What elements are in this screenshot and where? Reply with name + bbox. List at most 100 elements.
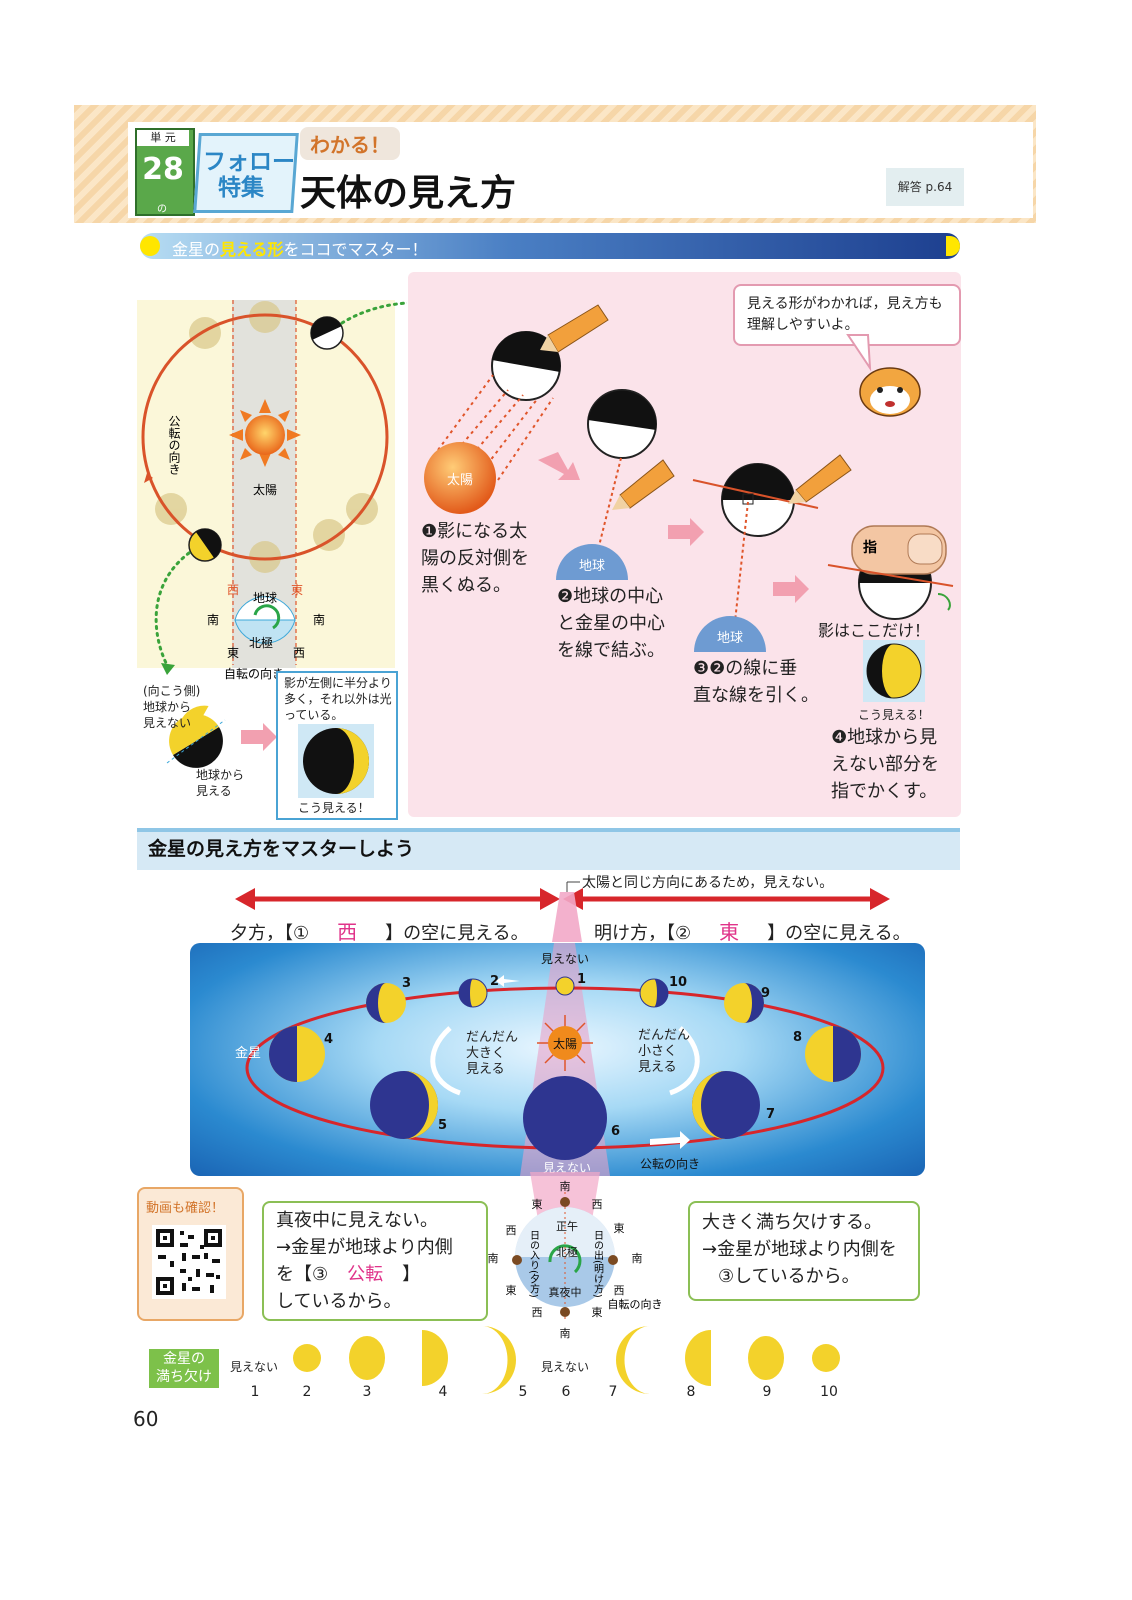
finger-icon <box>851 525 947 575</box>
step3-text: ❸❷の線に垂 直な線を引く。 <box>693 658 819 706</box>
earth-east-top: 東 <box>532 1198 543 1211</box>
step4-text: ❹地球から見 えない部分を 指でかくす。 <box>831 727 939 802</box>
section-dot-icon <box>140 236 160 256</box>
step2-earth-icon <box>556 544 628 580</box>
shadow-only-label: 影はここだけ！ <box>818 621 931 640</box>
phase-5 <box>482 1326 516 1394</box>
orbit-diagram: 太陽 公転の向き 地球 北極 西 東 南 南 東 西 自転の向き <box>141 300 407 768</box>
same-direction-note: 太陽と同じ方向にあるため，見えない。 <box>582 875 834 891</box>
looks-like-label-right: こう見える！ <box>858 708 930 722</box>
venus-pos-8 <box>805 1026 861 1082</box>
venus-left-icon <box>188 528 222 562</box>
pos-label-4: 4 <box>324 1032 333 1047</box>
video-label[interactable]: 動画も確認！ <box>146 1201 225 1216</box>
midnight-line3-pre: を【③ <box>276 1264 329 1285</box>
section-end-icon <box>946 236 960 256</box>
step-sun-label: 太陽 <box>447 473 473 488</box>
venus-pos-7 <box>692 1071 760 1139</box>
west-label-bottom: 西 <box>293 646 305 660</box>
midnight-answer: 公転 <box>347 1264 384 1285</box>
pos-label-7: 7 <box>766 1107 775 1122</box>
hint-bubble: 見える形がわかれば，見え方も理解しやすいよ。 <box>733 284 961 346</box>
tagline: わかる！ <box>300 127 400 160</box>
direction-arrows <box>235 881 890 942</box>
venus-pos-1 <box>555 976 575 996</box>
step2-earth-label: 地球 <box>579 559 605 574</box>
venus-gibbous-example <box>298 724 374 798</box>
step4-result-icon <box>863 640 925 702</box>
step2-text: ❷地球の中心 と金星の中心 を線で結ぶ。 <box>557 586 665 661</box>
section-title-highlight: 見える形 <box>220 240 284 259</box>
east-label-bottom: 東 <box>227 646 239 660</box>
section-bar <box>140 233 960 259</box>
venus-pos-5 <box>370 1071 438 1139</box>
phase-num-1: 1 <box>250 1384 260 1400</box>
sun-icon <box>229 399 301 467</box>
steps-diagram: 太陽 地球 地球 指 <box>424 304 954 702</box>
earth-north-pole: 北極 <box>556 1245 578 1259</box>
qr-code-icon[interactable] <box>152 1225 226 1299</box>
midnight-line2: →金星が地球より内側 <box>276 1237 453 1258</box>
phase-num-8: 8 <box>686 1384 696 1400</box>
phase-num-5: 5 <box>518 1384 528 1400</box>
phase-8 <box>685 1330 711 1386</box>
unit-number: 28 <box>142 152 184 187</box>
phase-3 <box>349 1336 385 1380</box>
midnight-line1: 真夜中に見えない。 <box>276 1210 438 1231</box>
south-label-left: 南 <box>207 612 219 627</box>
earth-east-bottom: 東 <box>592 1306 603 1319</box>
pencil-icon-1 <box>540 304 609 353</box>
south-label-right: 南 <box>313 612 325 627</box>
morning-pre: 明け方，【② <box>594 923 692 944</box>
midnight-line3-post: 】 <box>402 1264 421 1285</box>
section-title-post: をココでマスター！ <box>283 240 428 259</box>
earth-west-right: 西 <box>614 1284 625 1297</box>
invisible-bottom: 見えない <box>543 1161 591 1175</box>
phase-10 <box>812 1344 840 1372</box>
answer-reference: 解答 p.64 <box>886 168 964 206</box>
midnight-line3: を【③ 公転】 <box>276 1261 486 1288</box>
venus-pos-10 <box>639 978 669 1008</box>
pos-label-2: 2 <box>490 974 499 989</box>
phase-num-9: 9 <box>762 1384 772 1400</box>
earth-south-top: 南 <box>560 1180 571 1193</box>
earth-west-bottom: 西 <box>532 1306 543 1319</box>
follow-label-1: フォロー <box>203 149 295 175</box>
sun-label: 太陽 <box>253 482 277 497</box>
section-title: 金星の見える形をココでマスター！ <box>172 236 428 260</box>
east-label-top: 東 <box>291 583 303 597</box>
pos-label-9: 9 <box>761 986 770 1001</box>
earth-south-bottom: 南 <box>560 1327 571 1340</box>
evening-answer: 西 <box>337 920 358 944</box>
earth-label: 地球 <box>253 591 277 605</box>
orbit-diagram-venus: 太陽 1 2 3 4 5 6 7 8 9 10 見えない 見えない 金星 公転の… <box>235 943 885 1176</box>
venus-pos-6 <box>523 1076 607 1160</box>
orbit-circle <box>141 313 389 561</box>
phase-9 <box>748 1336 784 1380</box>
evening-post: 】の空に見える。 <box>385 923 529 944</box>
phases-label-text: 金星の 満ち欠け <box>156 1351 212 1385</box>
step3-earth-icon <box>694 616 766 652</box>
earth-noon: 正午 <box>556 1220 578 1233</box>
earth-sunrise: 日の出(明け方) <box>592 1230 604 1298</box>
step2-venus-icon <box>587 389 657 459</box>
phase-num-10: 10 <box>820 1384 838 1400</box>
step3-earth-label: 地球 <box>717 631 743 646</box>
waxing-box: 大きく満ち欠けする。 →金星が地球より内側を ③しているから。 <box>688 1201 920 1301</box>
invisible-top: 見えない <box>541 952 589 966</box>
step1-text: ❶影になる太 陽の反対側を 黒くぬる。 <box>421 521 529 596</box>
pencil-icon-3 <box>788 454 852 504</box>
unit-label: 単 元 <box>137 130 189 146</box>
earth-south-left: 南 <box>488 1252 499 1265</box>
waxing-line2: →金星が地球より内側を <box>702 1239 897 1260</box>
section2-bar <box>137 828 960 870</box>
follow-label-2: 特集 <box>218 175 264 201</box>
venus-top-icon <box>310 316 344 350</box>
earth-rotation-label: 自転の向き <box>608 1297 663 1311</box>
phase-invisible-6: 見えない <box>541 1360 590 1374</box>
looks-like-label-left: こう見える！ <box>298 801 370 815</box>
step-sun-icon <box>424 442 496 514</box>
